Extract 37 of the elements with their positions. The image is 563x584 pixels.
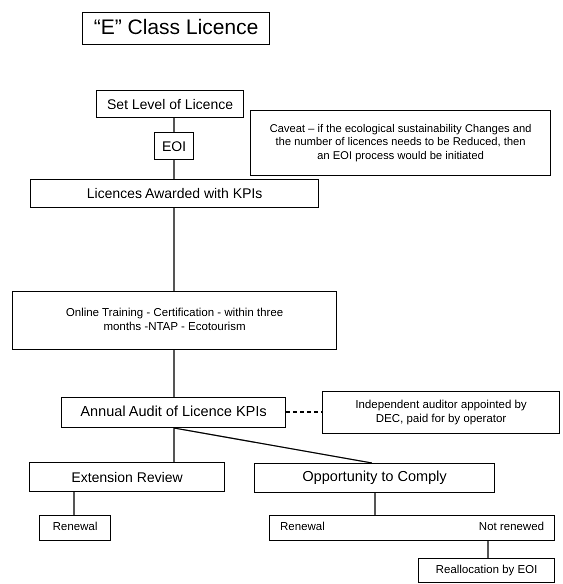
process-box	[250, 110, 551, 176]
box-text: Annual Audit of Licence KPIs	[80, 404, 267, 422]
process-box	[418, 558, 555, 583]
process-box	[96, 90, 244, 118]
box-text: Caveat – if the ecological sustainability Changes and the number of licences needs to be Reduced, then an EOI process would be initiated	[268, 123, 532, 163]
box-text: Opportunity to Comply	[302, 469, 447, 487]
process-box	[254, 463, 495, 493]
process-box	[322, 391, 560, 434]
connector-line	[173, 118, 175, 132]
connector-line	[173, 428, 175, 462]
box-text: Online Training - Certification - within three months -NTAP - Ecotourism	[64, 306, 284, 334]
title-box	[82, 12, 270, 45]
box-text: Not renewed	[478, 521, 544, 535]
box-text: Extension Review	[71, 468, 183, 486]
process-box	[61, 397, 286, 428]
connector-line	[174, 427, 372, 464]
box-text: Renewal	[52, 521, 98, 535]
box-text: Renewal	[280, 521, 325, 535]
box-text: Set Level of Licence	[106, 96, 234, 112]
connector-line	[374, 493, 376, 515]
connector-line	[73, 492, 75, 515]
box-text: Reallocation by EOI	[436, 564, 538, 578]
box-text: EOI	[162, 138, 186, 154]
box-text: Independent auditor appointed by DEC, paid for by operator	[354, 398, 528, 426]
box-text: Licences Awarded with KPIs	[86, 185, 262, 202]
connector-line	[173, 350, 175, 397]
dashed-connector	[286, 411, 322, 413]
process-box	[12, 291, 337, 350]
connector-line	[487, 541, 489, 558]
process-box	[39, 515, 111, 541]
connector-line	[173, 160, 175, 179]
process-box	[29, 462, 225, 492]
process-box	[269, 515, 555, 541]
box-text: “E” Class Licence	[94, 16, 258, 41]
connector-line	[173, 208, 175, 291]
process-box	[154, 132, 194, 160]
process-box	[30, 179, 319, 208]
